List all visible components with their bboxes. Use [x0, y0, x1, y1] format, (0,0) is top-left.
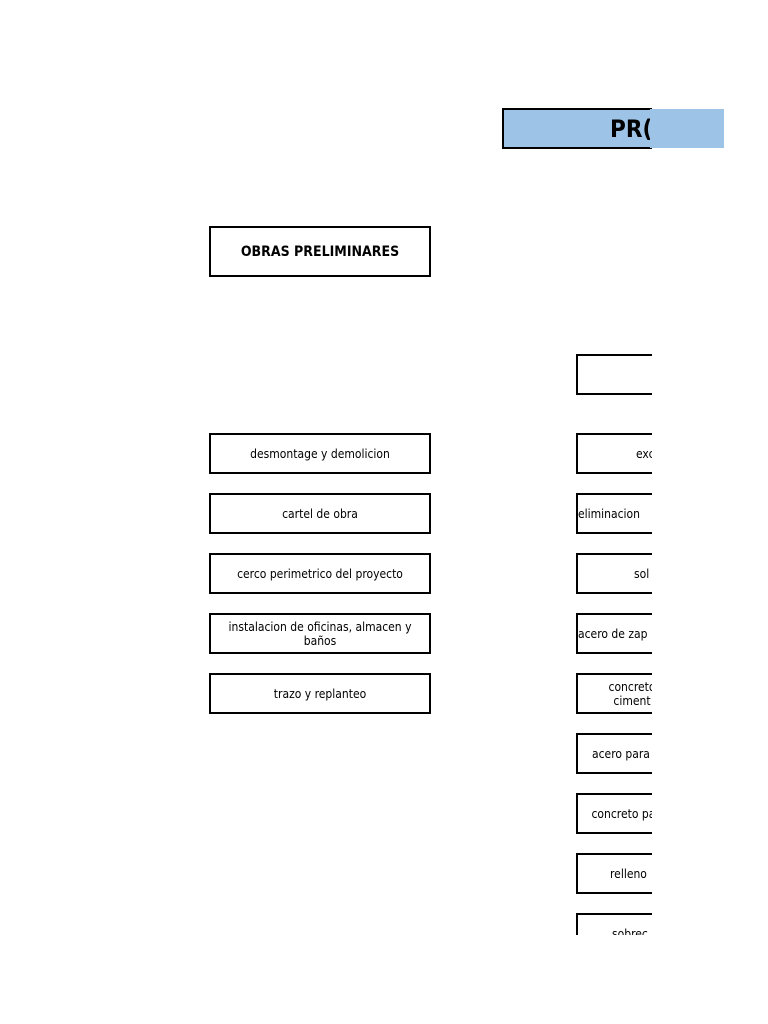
item-label: relleno [610, 866, 647, 881]
item-label: cartel de obra [282, 506, 358, 521]
item-instalacion-oficinas: instalacion de oficinas, almacen y baños [209, 613, 431, 654]
item-right-3: sol [576, 553, 652, 594]
item-label: trazo y replanteo [273, 686, 367, 701]
item-right-7: concreto pa f [576, 793, 652, 834]
item-label: acero de zap [578, 626, 648, 641]
item-right-2: eliminacion [576, 493, 652, 534]
item-label: desmontage y demolicion [250, 446, 390, 461]
item-desmontage: desmontage y demolicion [209, 433, 431, 474]
section-title: OBRAS PRELIMINARES [240, 243, 400, 260]
item-label: concreto pa f [591, 806, 652, 821]
item-cerco-perimetrico: cerco perimetrico del proyecto [209, 553, 431, 594]
title-banner: PR( [502, 108, 652, 149]
item-right-9: sobrec [576, 913, 652, 935]
item-cartel-obra: cartel de obra [209, 493, 431, 534]
diagram-canvas: PR( OBRAS PRELIMINARES desmontage y demo… [209, 108, 652, 935]
item-label: acero para [592, 746, 650, 761]
item-right-4: acero de zap [576, 613, 652, 654]
item-label: instalacion de oficinas, almacen y baños [228, 619, 412, 648]
item-right-1: exc [576, 433, 652, 474]
item-right-8: relleno [576, 853, 652, 894]
item-label: sobrec [612, 927, 648, 935]
item-label: concreto ciment [608, 679, 652, 708]
title-banner-extension [650, 109, 724, 148]
item-label: sol [634, 566, 650, 581]
item-right-6: acero para [576, 733, 652, 774]
item-label: cerco perimetrico del proyecto [237, 566, 403, 581]
section-right-header [576, 354, 652, 395]
item-label: exc [636, 446, 652, 461]
section-obras-preliminares: OBRAS PRELIMINARES [209, 226, 431, 277]
item-label: eliminacion [578, 506, 641, 521]
title-text: PR( [610, 114, 652, 143]
item-trazo-replanteo: trazo y replanteo [209, 673, 431, 714]
item-right-5: concreto ciment [576, 673, 652, 714]
